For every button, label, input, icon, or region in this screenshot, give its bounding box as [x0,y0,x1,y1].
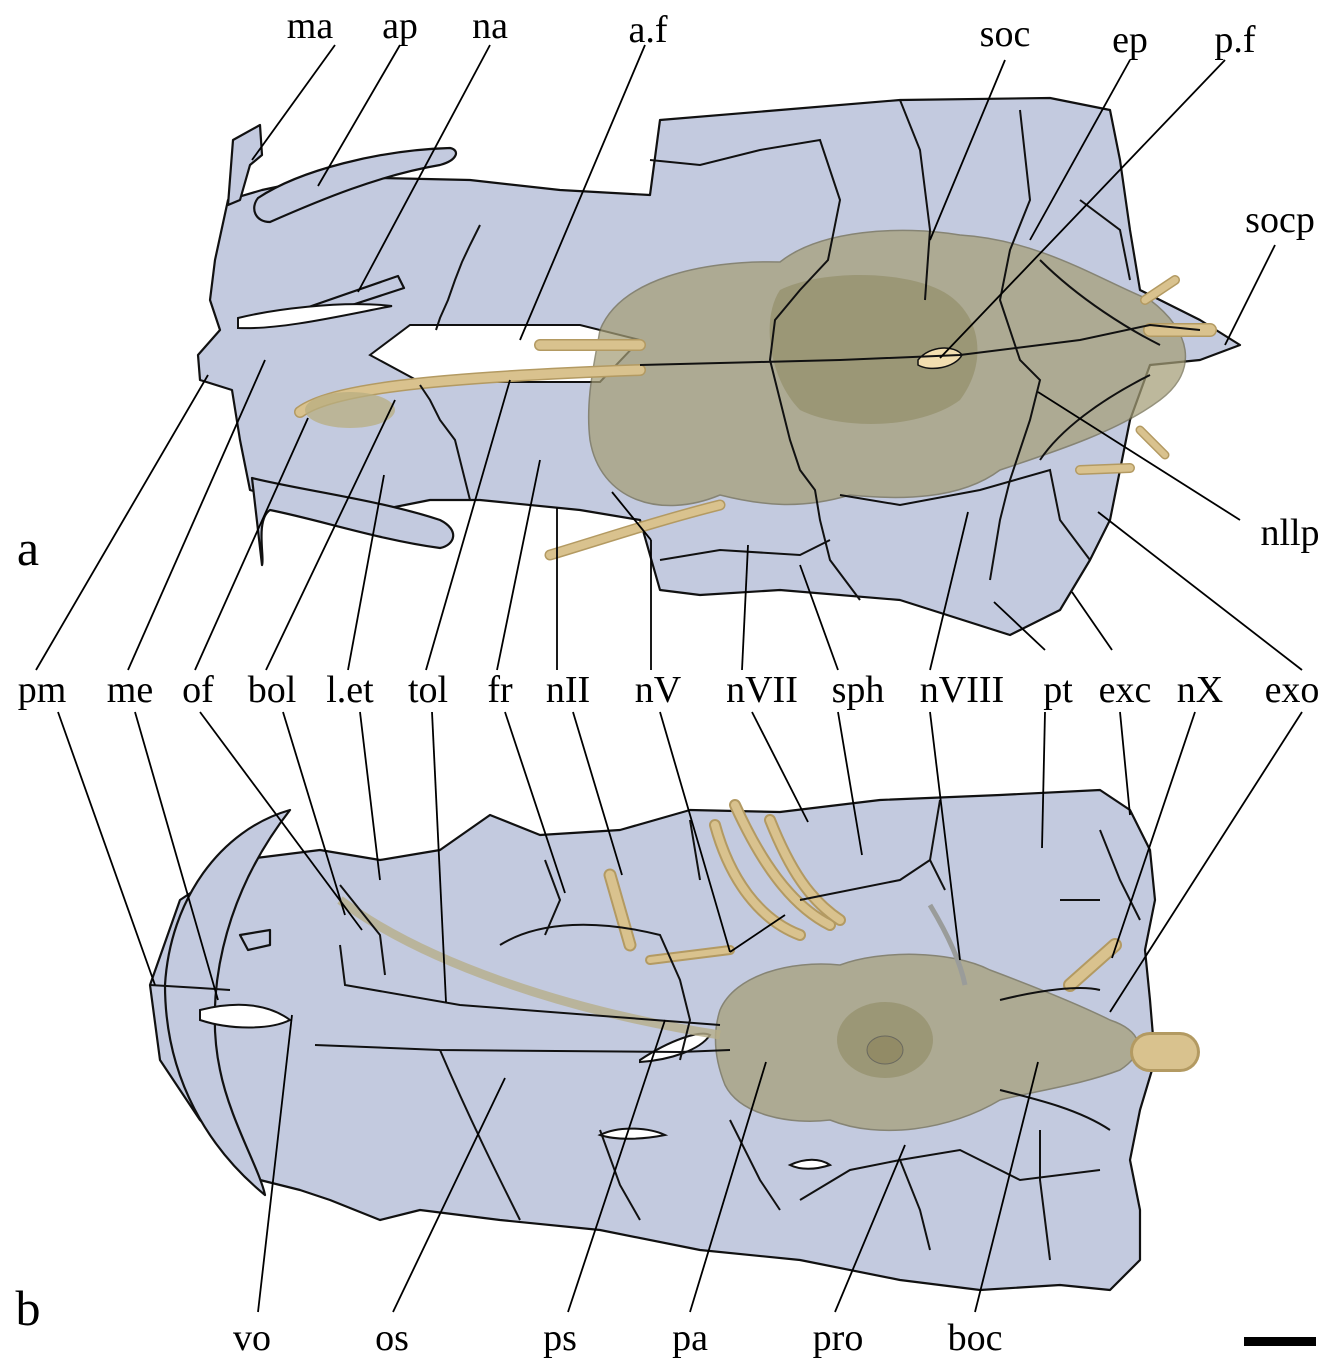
label-tol: tol [408,669,448,711]
panel-b-drawing [150,790,1180,1290]
panel-label-b: b [16,1280,41,1336]
label-pro: pro [813,1317,864,1359]
label-boc: boc [948,1317,1003,1359]
label-exo: exo [1265,669,1320,711]
label-pf: p.f [1214,19,1256,61]
label-of: of [182,669,214,711]
label-os: os [375,1317,409,1359]
label-pt: pt [1043,669,1073,711]
label-vo: vo [233,1317,271,1359]
labels-middle-row: pm me of bol l.et tol fr nII nV nVII sph… [18,669,1320,711]
label-sph: sph [832,669,885,711]
labels-panel-b-bottom: vo os ps pa pro boc [233,1317,1002,1359]
label-bol: bol [248,669,297,711]
label-fr: fr [487,669,513,711]
label-na: na [472,5,508,47]
label-ep: ep [1112,19,1148,61]
label-ps: ps [543,1317,577,1359]
pituitary [867,1036,903,1064]
scale-bar [1244,1337,1316,1346]
label-nVII: nVII [726,669,798,711]
label-let: l.et [326,669,374,711]
label-me: me [107,669,153,711]
panel-label-a: a [17,520,39,576]
label-exc: exc [1099,669,1152,711]
label-ap: ap [382,5,418,47]
label-af: a.f [628,9,667,51]
label-nII: nII [546,669,590,711]
label-socp: socp [1245,199,1315,241]
olfactory-bulb-a [305,392,395,428]
label-nVIII: nVIII [920,669,1004,711]
label-nllp: nllp [1260,512,1319,554]
label-nX: nX [1177,669,1223,711]
label-soc: soc [980,13,1031,55]
label-pa: pa [672,1317,708,1359]
label-nV: nV [635,669,682,711]
label-ma: ma [287,5,334,47]
label-pm: pm [18,669,67,711]
panel-a-drawing [198,98,1240,635]
